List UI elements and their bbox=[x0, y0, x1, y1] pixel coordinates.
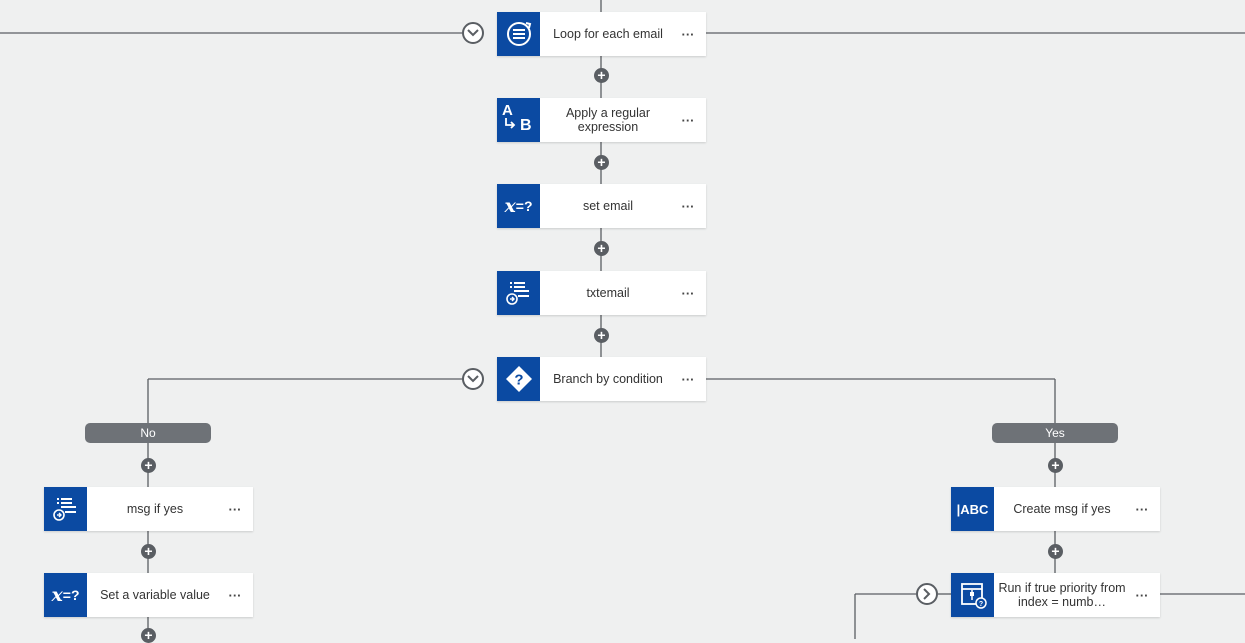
more-options-button[interactable]: ··· bbox=[681, 198, 695, 214]
step-label: Loop for each email bbox=[553, 27, 663, 41]
step-set-variable-value[interactable]: x=? Set a variable value ··· bbox=[44, 573, 253, 617]
add-step-button[interactable]: + bbox=[1048, 458, 1063, 473]
more-options-button[interactable]: ··· bbox=[1135, 501, 1149, 517]
text-abc-icon: |ABC bbox=[951, 487, 994, 531]
step-run-if-true[interactable]: ? Run if true priority from index = numb… bbox=[951, 573, 1160, 617]
step-label: txtemail bbox=[586, 286, 630, 300]
icon-letter-b: B bbox=[520, 117, 532, 134]
step-label: Branch by condition bbox=[553, 372, 663, 386]
add-step-button[interactable]: + bbox=[1048, 544, 1063, 559]
list-output-icon bbox=[44, 487, 87, 531]
add-step-button[interactable]: + bbox=[594, 68, 609, 83]
more-options-button[interactable]: ··· bbox=[681, 285, 695, 301]
step-apply-regular-expression[interactable]: A B Apply a regular expression ··· bbox=[497, 98, 706, 142]
collapse-branch-toggle[interactable] bbox=[462, 368, 484, 390]
more-options-button[interactable]: ··· bbox=[681, 26, 695, 42]
step-label: Apply a regular expression bbox=[565, 106, 651, 134]
icon-x: x bbox=[504, 195, 516, 217]
add-step-button[interactable]: + bbox=[141, 628, 156, 643]
variable-icon: x=? bbox=[44, 573, 87, 617]
step-label: Run if true priority from index = numb… bbox=[998, 581, 1126, 609]
icon-x: x bbox=[51, 584, 63, 606]
arrow-turn-icon bbox=[505, 118, 516, 129]
list-output-icon bbox=[497, 271, 540, 315]
more-options-button[interactable]: ··· bbox=[1135, 587, 1149, 603]
regex-transform-icon: A B bbox=[497, 98, 540, 142]
chevron-down-icon bbox=[467, 375, 479, 383]
step-label: Set a variable value bbox=[100, 588, 210, 602]
add-step-button[interactable]: + bbox=[594, 241, 609, 256]
more-options-button[interactable]: ··· bbox=[681, 112, 695, 128]
collapse-loop-toggle[interactable] bbox=[462, 22, 484, 44]
icon-abc: |ABC bbox=[956, 501, 989, 517]
expand-run-toggle[interactable] bbox=[916, 583, 938, 605]
svg-text:?: ? bbox=[514, 372, 523, 389]
icon-eq: =? bbox=[62, 587, 80, 603]
add-step-button[interactable]: + bbox=[141, 544, 156, 559]
loop-icon bbox=[497, 12, 540, 56]
step-loop-for-each-email[interactable]: Loop for each email ··· bbox=[497, 12, 706, 56]
chevron-right-icon bbox=[923, 588, 931, 600]
step-label: msg if yes bbox=[126, 502, 184, 516]
more-options-button[interactable]: ··· bbox=[228, 501, 242, 517]
more-options-button[interactable]: ··· bbox=[681, 371, 695, 387]
variable-icon: x=? bbox=[497, 184, 540, 228]
step-set-email[interactable]: x=? set email ··· bbox=[497, 184, 706, 228]
add-step-button[interactable]: + bbox=[141, 458, 156, 473]
step-branch-by-condition[interactable]: ? Branch by condition ··· bbox=[497, 357, 706, 401]
branch-no-label: No bbox=[85, 423, 211, 443]
step-label: set email bbox=[582, 199, 634, 213]
question-diamond-icon: ? bbox=[497, 357, 540, 401]
chevron-down-icon bbox=[467, 29, 479, 37]
step-txtemail[interactable]: txtemail ··· bbox=[497, 271, 706, 315]
icon-eq: =? bbox=[515, 198, 533, 214]
step-label: Create msg if yes bbox=[1013, 502, 1111, 516]
step-create-msg-if-yes[interactable]: |ABC Create msg if yes ··· bbox=[951, 487, 1160, 531]
add-step-button[interactable]: + bbox=[594, 155, 609, 170]
add-step-button[interactable]: + bbox=[594, 328, 609, 343]
branch-yes-label: Yes bbox=[992, 423, 1118, 443]
subprocess-icon: ? bbox=[951, 573, 994, 617]
more-options-button[interactable]: ··· bbox=[228, 587, 242, 603]
svg-text:?: ? bbox=[978, 601, 982, 608]
step-msg-if-yes[interactable]: msg if yes ··· bbox=[44, 487, 253, 531]
icon-letter-a: A bbox=[502, 102, 513, 119]
